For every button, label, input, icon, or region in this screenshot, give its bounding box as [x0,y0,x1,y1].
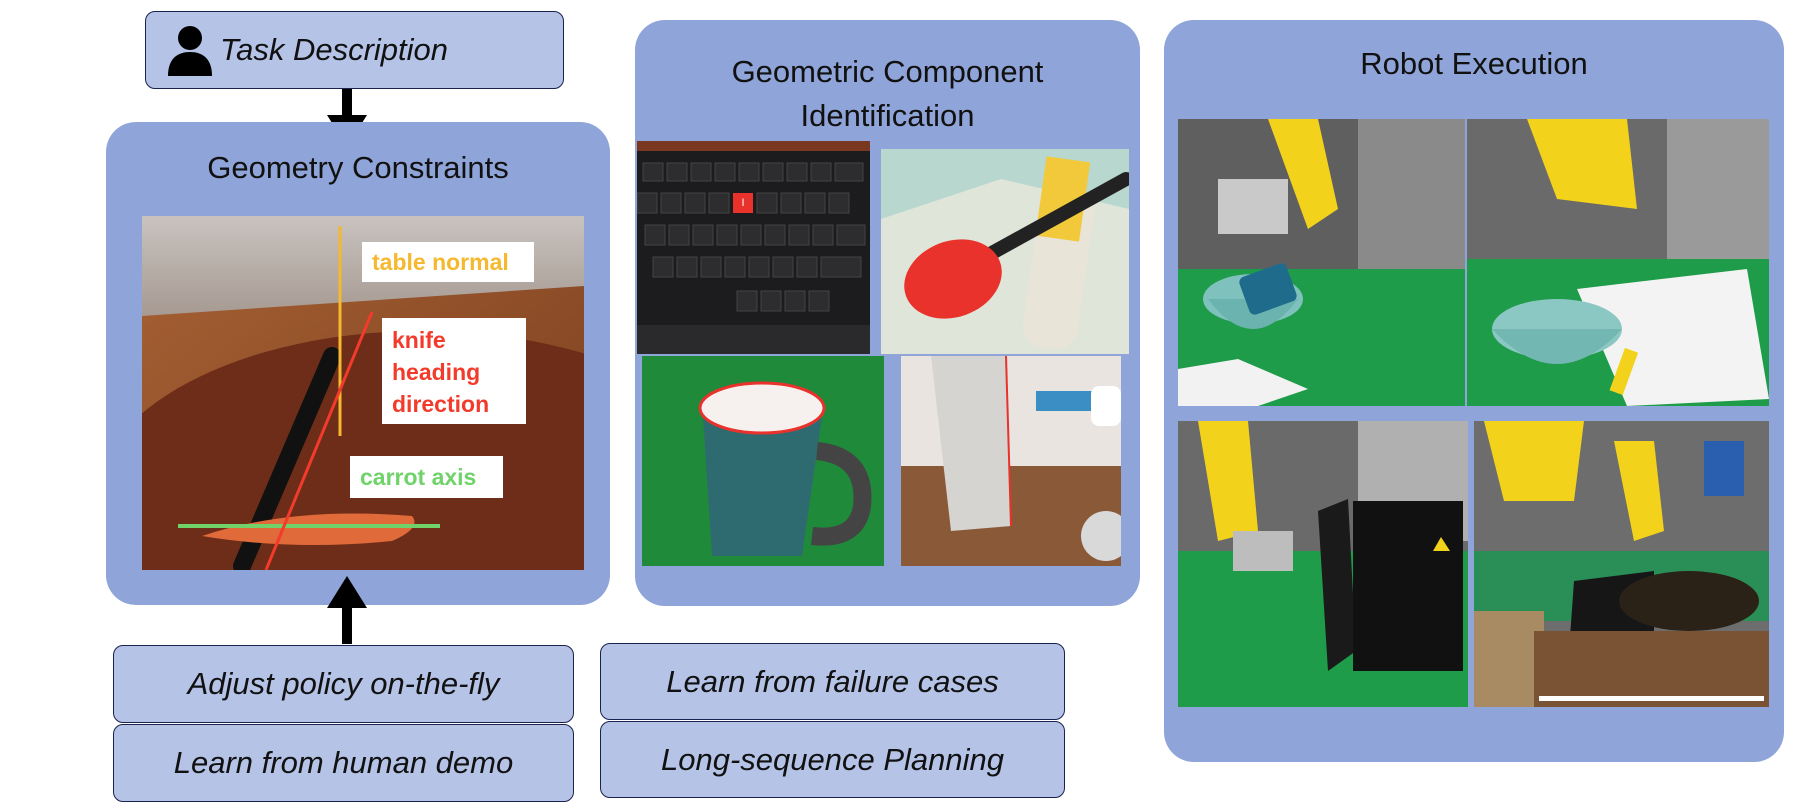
mug-photo [642,356,884,566]
component-title-line2: Identification [800,98,975,133]
component-title-line1: Geometric Component [731,54,1044,89]
knife-heading-line3: direction [392,391,490,417]
capability-learn-failure: Learn from failure cases [600,643,1065,720]
knife-heading-line1: knife [392,327,446,353]
highlighted-key [733,193,753,213]
carrot-axis-label: carrot axis [350,456,503,498]
capability-learn-human-demo: Learn from human demo [113,724,574,802]
geometry-constraints-title: Geometry Constraints [207,150,509,185]
capability-long-sequence: Long-sequence Planning [600,721,1065,798]
robot-pour-photo [1178,119,1465,406]
task-description-box: Task Description [145,11,564,89]
robot-execution-title: Robot Execution [1360,46,1588,81]
spoon-photo [881,149,1129,354]
knife-carrot-photo: table normal knife heading direction car… [142,216,584,570]
knife-heading-line [264,311,374,570]
arrow-up-icon [325,574,369,644]
knife-heading-label: knife heading direction [382,318,526,424]
robot-execution-panel: Robot Execution [1164,20,1784,762]
task-description-label: Task Description [220,32,449,67]
person-icon [166,24,214,76]
geometry-constraints-panel: Geometry Constraints table normal knife … [106,122,610,605]
knife-heading-line2: heading [392,359,481,385]
capability-adjust-policy: Adjust policy on-the-fly [113,645,574,723]
robot-cooking-photo [1474,421,1769,707]
table-normal-label: table normal [362,242,534,282]
fridge-photo [901,356,1121,566]
robot-stir-photo [1467,119,1769,406]
highlighted-key-label: I [741,197,745,209]
keyboard-photo: I [637,141,870,354]
component-identification-panel: Geometric Component Identification I [635,20,1140,606]
robot-microwave-photo [1178,421,1468,707]
